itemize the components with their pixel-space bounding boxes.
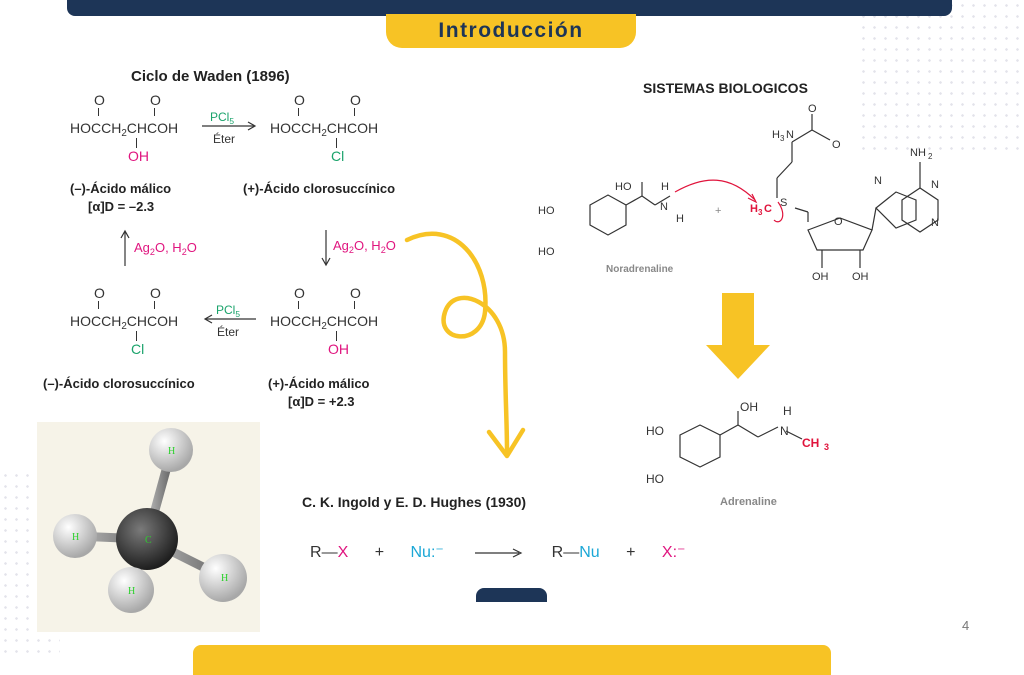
svg-text:HO: HO [538,246,555,258]
svg-text:O: O [808,103,817,115]
label-chloro-minus: (–)-Ácido clorosuccínico [43,376,195,391]
svg-text:H: H [168,446,175,457]
molecule-malic-minus: O O HOCCH2CHCOH OH [70,92,179,164]
svg-text:N: N [931,179,939,191]
svg-text:H: H [221,573,228,584]
dot-pattern-right [858,0,1024,150]
svg-text:2: 2 [928,152,933,161]
yellow-down-arrow [706,293,770,379]
reagent-pcl5-top: PCl5 [210,110,235,126]
svg-text:3: 3 [758,208,763,217]
svg-text:C: C [764,203,772,215]
reagent-ag2o-left: Ag2O, H2O [134,240,197,257]
svg-text:HO: HO [646,424,664,438]
svg-text:H: H [661,181,669,193]
navy-tab [476,588,547,602]
rotation-malic-minus: [α]D = –2.3 [88,199,155,214]
svg-text:CH: CH [802,436,819,450]
svg-text:O: O [834,216,843,228]
bottom-banner [193,645,831,675]
arrow-left-bottom [203,314,256,324]
svg-text:NH: NH [910,147,926,159]
yellow-loop-arrow [404,231,526,459]
methane-model-image: H H C H H [37,422,260,632]
slide-title: Introducción [386,14,636,48]
carbon-atom [116,508,178,570]
label-chloro-plus: (+)-Ácido clorosuccínico [243,181,396,196]
svg-text:N: N [874,175,882,187]
svg-text:N: N [786,129,794,141]
sn2-equation: R—X + Nu:⁻ R—Nu + X:⁻ [310,544,686,561]
reagent-pcl5-bottom: PCl5 [216,303,241,319]
svg-text:OH: OH [812,271,829,283]
svg-text:N: N [780,424,789,438]
molecule-chloro-minus: O O HOCCH2CHCOH Cl [70,285,179,357]
molecule-malic-plus: O O HOCCH2CHCOH OH [270,285,379,357]
svg-text:H: H [676,213,684,225]
svg-text:OH: OH [740,400,758,414]
reagent-eter-bottom: Éter [217,325,240,339]
rotation-malic-plus: [α]D = +2.3 [288,394,355,409]
adrenaline-structure: HO HO OH H N CH 3 Adrenaline [646,400,829,508]
reagent-eter-top: Éter [213,132,236,146]
page-number: 4 [962,618,970,633]
bio-heading: SISTEMAS BIOLOGICOS [643,80,808,96]
reagent-ag2o-right: Ag2O, H2O [333,238,396,255]
reaction-arrow [474,548,523,558]
svg-text:OH: OH [852,271,869,283]
top-banner [67,0,952,16]
label-malic-minus: (–)-Ácido málico [70,181,172,196]
methane-model-drawing: H H C H H [53,428,247,613]
hydrogen-atom-left [53,514,97,558]
svg-text:H: H [772,129,780,141]
svg-text:H: H [128,586,135,597]
arrow-down-right [321,230,331,267]
svg-text:Adrenaline: Adrenaline [720,496,777,508]
methylation-reaction-diagram: HO HO HO H N H + H 3 C S H 3 N O O O OH … [538,103,939,283]
hydrogen-atom-bottom [108,567,154,613]
ingold-heading: C. K. Ingold y E. D. Hughes (1930) [302,494,527,510]
svg-text:N: N [660,201,668,213]
waden-heading: Ciclo de Waden (1896) [131,68,290,85]
svg-text:HO: HO [538,205,555,217]
svg-text:S: S [780,197,787,209]
molecule-chloro-plus: O O HOCCH2CHCOH Cl [270,92,379,164]
svg-text:HO: HO [615,181,632,193]
arrow-right-top [202,121,257,131]
svg-text:H: H [750,203,758,215]
svg-text:HO: HO [646,472,664,486]
hydrogen-atom-right [199,554,247,602]
svg-text:Noradrenaline: Noradrenaline [606,264,674,275]
svg-text:H: H [783,404,792,418]
svg-text:O: O [832,139,841,151]
svg-text:3: 3 [824,442,829,452]
svg-text:N: N [931,217,939,229]
label-malic-plus: (+)-Ácido málico [268,376,370,391]
arrow-up-left [120,229,130,266]
svg-text:3: 3 [780,134,785,143]
svg-text:+: + [715,205,721,217]
svg-text:H: H [72,532,79,543]
hydrogen-atom-top [149,428,193,472]
svg-text:C: C [145,535,152,546]
